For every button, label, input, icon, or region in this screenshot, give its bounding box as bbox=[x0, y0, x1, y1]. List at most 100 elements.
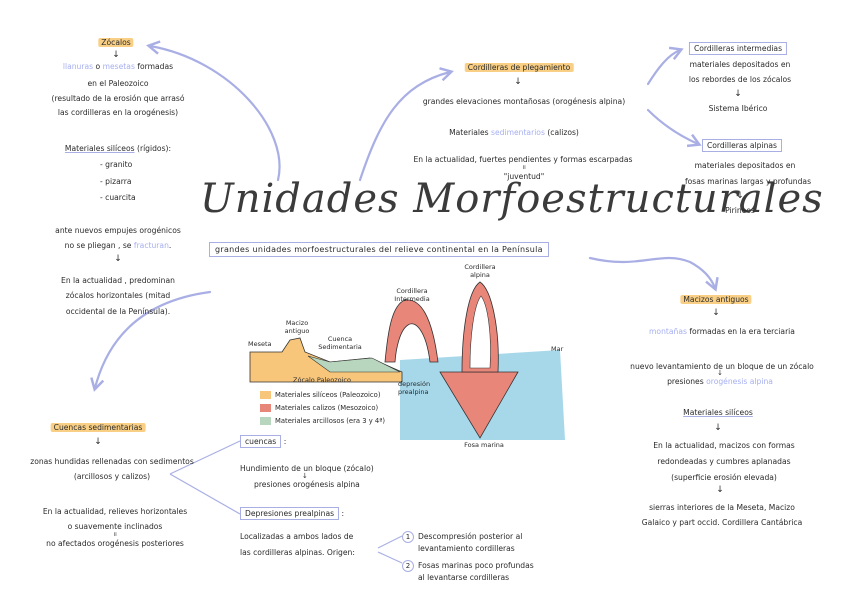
cordillera-intermedia bbox=[384, 299, 439, 363]
zocalos-actual-1: En la actualidad , predominan bbox=[61, 276, 175, 285]
intermedias-heading: Cordilleras intermedias bbox=[688, 42, 788, 55]
depresiones-line1: Localizadas a ambos lados de bbox=[240, 532, 354, 541]
alpinas-line1: materiales depositados en bbox=[694, 161, 796, 170]
plegamiento-equiv: ॥ bbox=[522, 164, 526, 171]
page-title: Unidades Morfoestructurales bbox=[200, 176, 824, 222]
connector-alpinas bbox=[646, 108, 702, 148]
connector-intermedias bbox=[646, 46, 684, 86]
connector-cuencas bbox=[90, 290, 212, 392]
alpinas-line2: fosas marinas largas y profundas bbox=[684, 177, 812, 186]
macizos-materiales: Materiales silíceos bbox=[683, 408, 753, 417]
intermedias-line1: materiales depositados en bbox=[689, 60, 791, 69]
cuencas-actual-2: o suavemente inclinados bbox=[67, 522, 163, 531]
cuenca-fill bbox=[307, 355, 401, 373]
depresiones-origen-1b: levantamiento cordilleras bbox=[418, 544, 515, 553]
zocalos-materiales: Materiales silíceos (rígidos): bbox=[64, 144, 172, 153]
cross-section bbox=[249, 281, 565, 440]
connector-depresiones bbox=[169, 473, 241, 515]
zocalos-line1: llanuras o mesetas formadas bbox=[62, 62, 174, 71]
connector-macizos bbox=[588, 256, 719, 292]
cuencas-actual-3: no afectados orogénesis posteriores bbox=[46, 539, 184, 548]
zocalos-actual-2: zócalos horizontales (mitad bbox=[65, 291, 171, 300]
number-badge: 2 bbox=[402, 560, 414, 572]
diagram-label-zocalo: Zócalo Paleozoico bbox=[293, 376, 351, 384]
zocalos-item: - cuarcita bbox=[100, 193, 136, 202]
legend-swatch bbox=[260, 391, 271, 399]
cuencas-box-line2: presiones orogénesis alpina bbox=[254, 480, 360, 489]
zocalos-empujes-1: ante nuevos empujes orogénicos bbox=[55, 226, 181, 235]
zocalos-arrow-2: ↓ bbox=[114, 254, 122, 264]
number-badge: 1 bbox=[402, 531, 414, 543]
cuencas-actual-1: En la actualidad, relieves horizontales bbox=[42, 507, 188, 516]
zocalos-heading: Zócalos bbox=[98, 38, 134, 48]
diagram-label-fosa: Fosa marina bbox=[464, 441, 504, 449]
macizos-line1: montañas formadas en la era terciaria bbox=[649, 327, 795, 336]
alpinas-heading: Cordilleras alpinas bbox=[701, 139, 783, 152]
connector-plegamiento bbox=[358, 67, 454, 182]
macizos-actual-1: En la actualidad, macizos con formas bbox=[653, 441, 795, 450]
macizos-actual-2: redondeadas y cumbres aplanadas bbox=[657, 457, 791, 466]
plegamiento-line1: grandes elevaciones montañosas (orogénes… bbox=[422, 97, 626, 106]
cuencas-arrow: ↓ bbox=[94, 437, 102, 447]
alpinas-line3: Pirineos bbox=[725, 206, 755, 215]
zocalos-empujes-2: no se pliegan , se fracturan. bbox=[64, 241, 172, 250]
depresiones-origen-2b: al levantarse cordilleras bbox=[418, 573, 510, 582]
zocalos-item: - granito bbox=[100, 160, 133, 169]
plegamiento-arrow: ↓ bbox=[514, 77, 522, 87]
cuencas-box-label: cuencas : bbox=[240, 435, 286, 448]
zocalos-actual-3: occidental de la Península). bbox=[65, 307, 171, 316]
macizos-arrow-3: ↓ bbox=[716, 485, 724, 495]
cuencas-heading: Cuencas sedimentarias bbox=[50, 423, 146, 433]
zocalos-arrow: ↓ bbox=[112, 50, 120, 60]
depresiones-heading: Depresiones prealpinas : bbox=[240, 507, 344, 520]
plegamiento-heading: Cordilleras de plegamiento bbox=[464, 63, 574, 73]
legend-item: Materiales arcillosos (era 3 y 4ª) bbox=[260, 417, 385, 425]
alpinas-arrow: ↓ bbox=[736, 191, 744, 201]
diagram-label-meseta: Meseta bbox=[248, 340, 272, 348]
macizos-arrow-small: ↓ bbox=[717, 369, 723, 377]
macizos-heading: Macizos antiguos bbox=[680, 295, 752, 305]
cuencas-equiv: ॥ bbox=[113, 531, 117, 538]
zocalos-line3: (resultado de la erosión que arrasó bbox=[51, 94, 185, 103]
zocalos-item: - pizarra bbox=[100, 177, 132, 186]
connector-zocalos bbox=[146, 40, 281, 182]
legend-item: Materiales silíceos (Paleozoico) bbox=[260, 391, 380, 399]
plegamiento-materiales: Materiales sedimentarios (calizos) bbox=[449, 128, 579, 137]
cuencas-box-arrow: ↓ bbox=[302, 472, 308, 480]
macizos-actual-3: (superficie erosión elevada) bbox=[671, 473, 777, 482]
macizos-line3: presiones orogénesis alpina bbox=[667, 377, 773, 386]
legend-swatch bbox=[260, 417, 271, 425]
macizos-arrow-2: ↓ bbox=[714, 423, 722, 433]
cuencas-line2: (arcillosos y calizos) bbox=[73, 472, 151, 481]
cuencas-box-line1: Hundimiento de un bloque (zócalo) bbox=[240, 464, 374, 473]
cuencas-line1: zonas hundidas rellenadas con sedimentos bbox=[30, 457, 194, 466]
plegamiento-juventud: "juventud" bbox=[503, 172, 545, 181]
intermedias-arrow: ↓ bbox=[734, 89, 742, 99]
depresiones-line2: las cordilleras alpinas. Origen: bbox=[240, 548, 355, 557]
connector-origen-2 bbox=[377, 551, 403, 564]
macizos-arrow: ↓ bbox=[712, 308, 720, 318]
cordillera-alpina-inner bbox=[469, 295, 491, 369]
plegamiento-actual: En la actualidad, fuertes pendientes y f… bbox=[413, 155, 633, 164]
legend-item: Materiales calizos (Mesozoico) bbox=[260, 404, 378, 412]
zocalos-line4: las cordilleras en la orogénesis) bbox=[57, 108, 179, 117]
intermedias-line2: los rebordes de los zócalos bbox=[688, 75, 792, 84]
zocalos-line2: en el Paleozoico bbox=[87, 79, 149, 88]
diagram-label-mar: Mar bbox=[551, 345, 564, 353]
macizos-ejemplos-2: Galaico y part occid. Cordillera Cantábr… bbox=[641, 518, 803, 527]
connector-origen-1 bbox=[377, 535, 403, 549]
macizos-ejemplos-1: sierras interiores de la Meseta, Macizo bbox=[649, 503, 795, 512]
macizos-line2: nuevo levantamiento de un bloque de un z… bbox=[630, 362, 814, 371]
intermedias-line3: Sistema Ibérico bbox=[708, 104, 768, 113]
legend-swatch bbox=[260, 404, 271, 412]
page-subtitle: grandes unidades morfoestructurales del … bbox=[209, 242, 549, 257]
connector-cuencas-box bbox=[169, 440, 241, 475]
